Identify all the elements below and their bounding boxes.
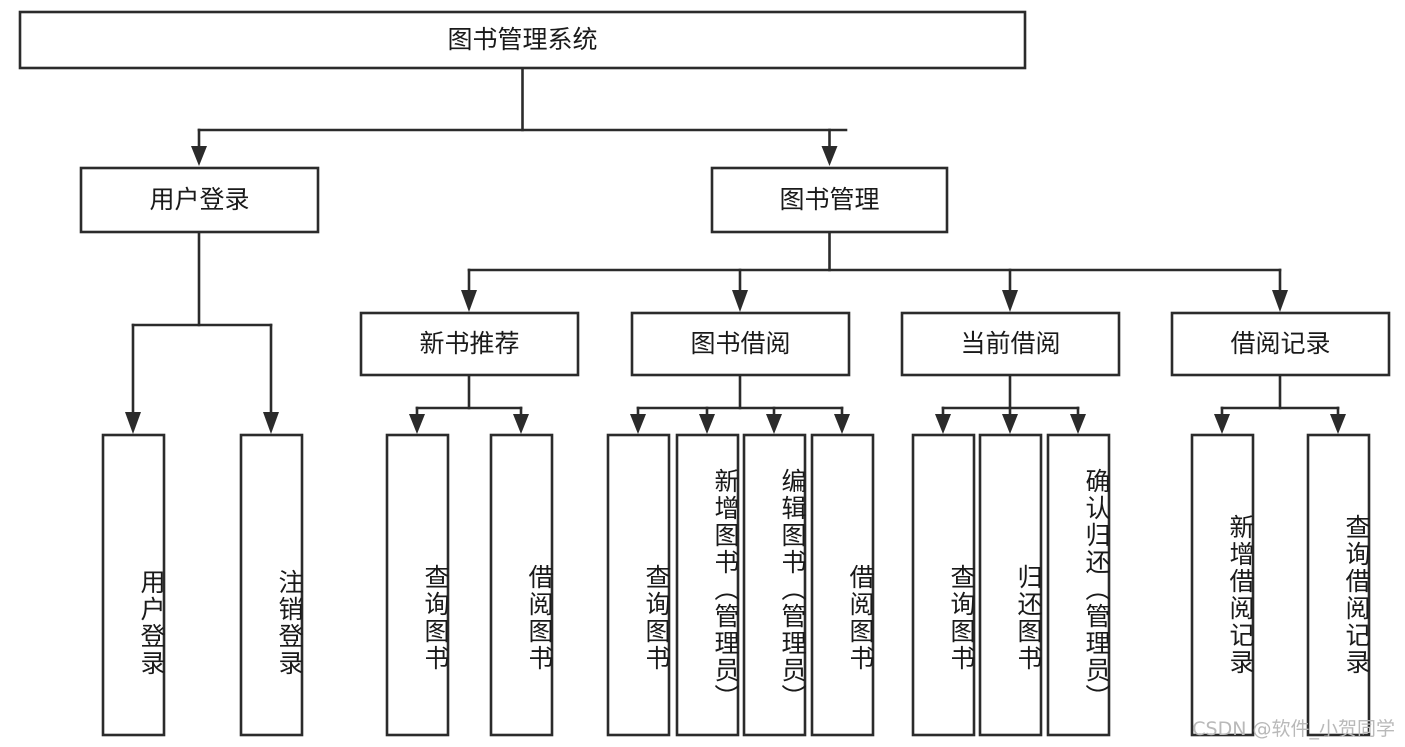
arrow-head-leaf-query-book-3 xyxy=(935,414,951,434)
node-label-current-borrow: 当前借阅 xyxy=(960,329,1060,358)
node-box-leaf-add-record[interactable] xyxy=(1190,433,1255,737)
connector-group-borrowrecord xyxy=(1214,373,1346,434)
node-box-user-login[interactable] xyxy=(79,166,320,234)
arrow-head-new-book-recommend xyxy=(461,290,477,312)
connector-group-currentborrow xyxy=(935,373,1086,434)
node-box-root[interactable] xyxy=(18,10,1027,70)
node-box-current-borrow[interactable] xyxy=(900,311,1121,377)
node-box-leaf-user-login[interactable] xyxy=(101,433,166,737)
connector-group-root xyxy=(191,66,848,166)
arrow-head-leaf-query-record xyxy=(1330,414,1346,434)
connector-group-userlogin xyxy=(125,230,279,434)
node-box-leaf-borrow-book-1[interactable] xyxy=(489,433,554,737)
arrow-head-leaf-add-book xyxy=(699,414,715,434)
node-box-book-borrow[interactable] xyxy=(630,311,851,377)
node-box-leaf-query-record[interactable] xyxy=(1306,433,1371,737)
node-label-user-login: 用户登录 xyxy=(149,185,249,214)
node-box-leaf-query-book-1[interactable] xyxy=(385,433,450,737)
node-box-borrow-record[interactable] xyxy=(1170,311,1391,377)
node-box-leaf-borrow-book-2[interactable] xyxy=(810,433,875,737)
node-box-leaf-query-book-2[interactable] xyxy=(606,433,671,737)
arrow-head-leaf-borrow-book-1 xyxy=(513,414,529,434)
arrow-head-leaf-user-login xyxy=(125,412,141,434)
arrow-head-bookmanage xyxy=(821,146,838,166)
arrow-head-leaf-query-book-1 xyxy=(409,414,425,434)
arrow-head-leaf-confirm-return xyxy=(1070,414,1086,434)
connector-group-bookborrow xyxy=(630,373,850,434)
arrow-head-leaf-user-logout xyxy=(263,412,279,434)
node-box-leaf-query-book-3[interactable] xyxy=(911,433,976,737)
arrow-head-leaf-edit-book xyxy=(766,414,782,434)
node-label-book-borrow: 图书借阅 xyxy=(690,329,790,358)
node-label-borrow-record: 借阅记录 xyxy=(1230,329,1330,358)
node-box-leaf-confirm-return[interactable] xyxy=(1046,433,1111,737)
node-label-root: 图书管理系统 xyxy=(447,25,597,54)
connector-group-bookmanage xyxy=(461,230,1288,312)
arrow-head-leaf-return-book xyxy=(1002,414,1018,434)
node-label-new-book-recommend: 新书推荐 xyxy=(419,329,519,358)
arrow-head-book-borrow xyxy=(732,290,748,312)
arrow-head-borrow-record xyxy=(1272,290,1288,312)
arrow-head-leaf-borrow-book-2 xyxy=(834,414,850,434)
node-box-leaf-add-book[interactable] xyxy=(675,433,740,737)
node-label-book-manage: 图书管理 xyxy=(779,185,879,214)
connector-group-newbook xyxy=(409,373,529,434)
arrow-head-leaf-query-book-2 xyxy=(630,414,646,434)
arrow-head-current-borrow xyxy=(1002,290,1018,312)
arrow-head-userlogin xyxy=(191,146,207,166)
node-box-book-manage[interactable] xyxy=(710,166,949,234)
node-box-leaf-edit-book[interactable] xyxy=(742,433,807,737)
node-box-new-book-recommend[interactable] xyxy=(359,311,580,377)
arrow-head-leaf-add-record xyxy=(1214,414,1230,434)
node-box-leaf-user-logout[interactable] xyxy=(239,433,304,737)
node-box-leaf-return-book[interactable] xyxy=(978,433,1043,737)
csdn-watermark: CSDN @软件_小贺同学 xyxy=(1192,718,1395,740)
